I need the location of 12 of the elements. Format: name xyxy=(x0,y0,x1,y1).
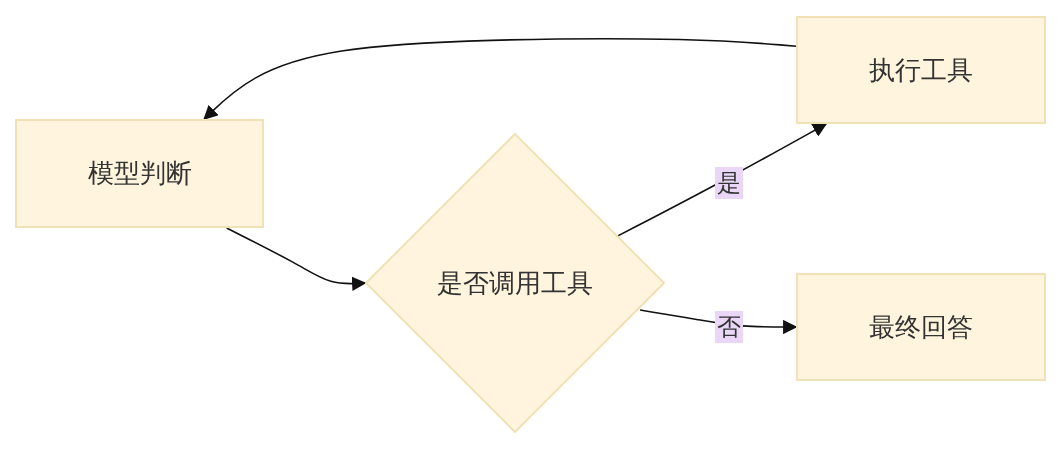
process-box xyxy=(15,119,264,228)
process-box xyxy=(796,273,1046,381)
edge-label: 否 xyxy=(715,311,743,343)
process-box xyxy=(796,16,1046,124)
arrow xyxy=(203,38,797,120)
node-label: 最终回答 xyxy=(869,310,973,344)
edge-label: 是 xyxy=(715,167,743,199)
arrow xyxy=(225,227,367,291)
decision-diamond xyxy=(365,133,665,433)
node-label: 是否调用工具 xyxy=(437,266,593,300)
node-label: 执行工具 xyxy=(869,53,973,87)
node-label: 模型判断 xyxy=(87,157,192,190)
